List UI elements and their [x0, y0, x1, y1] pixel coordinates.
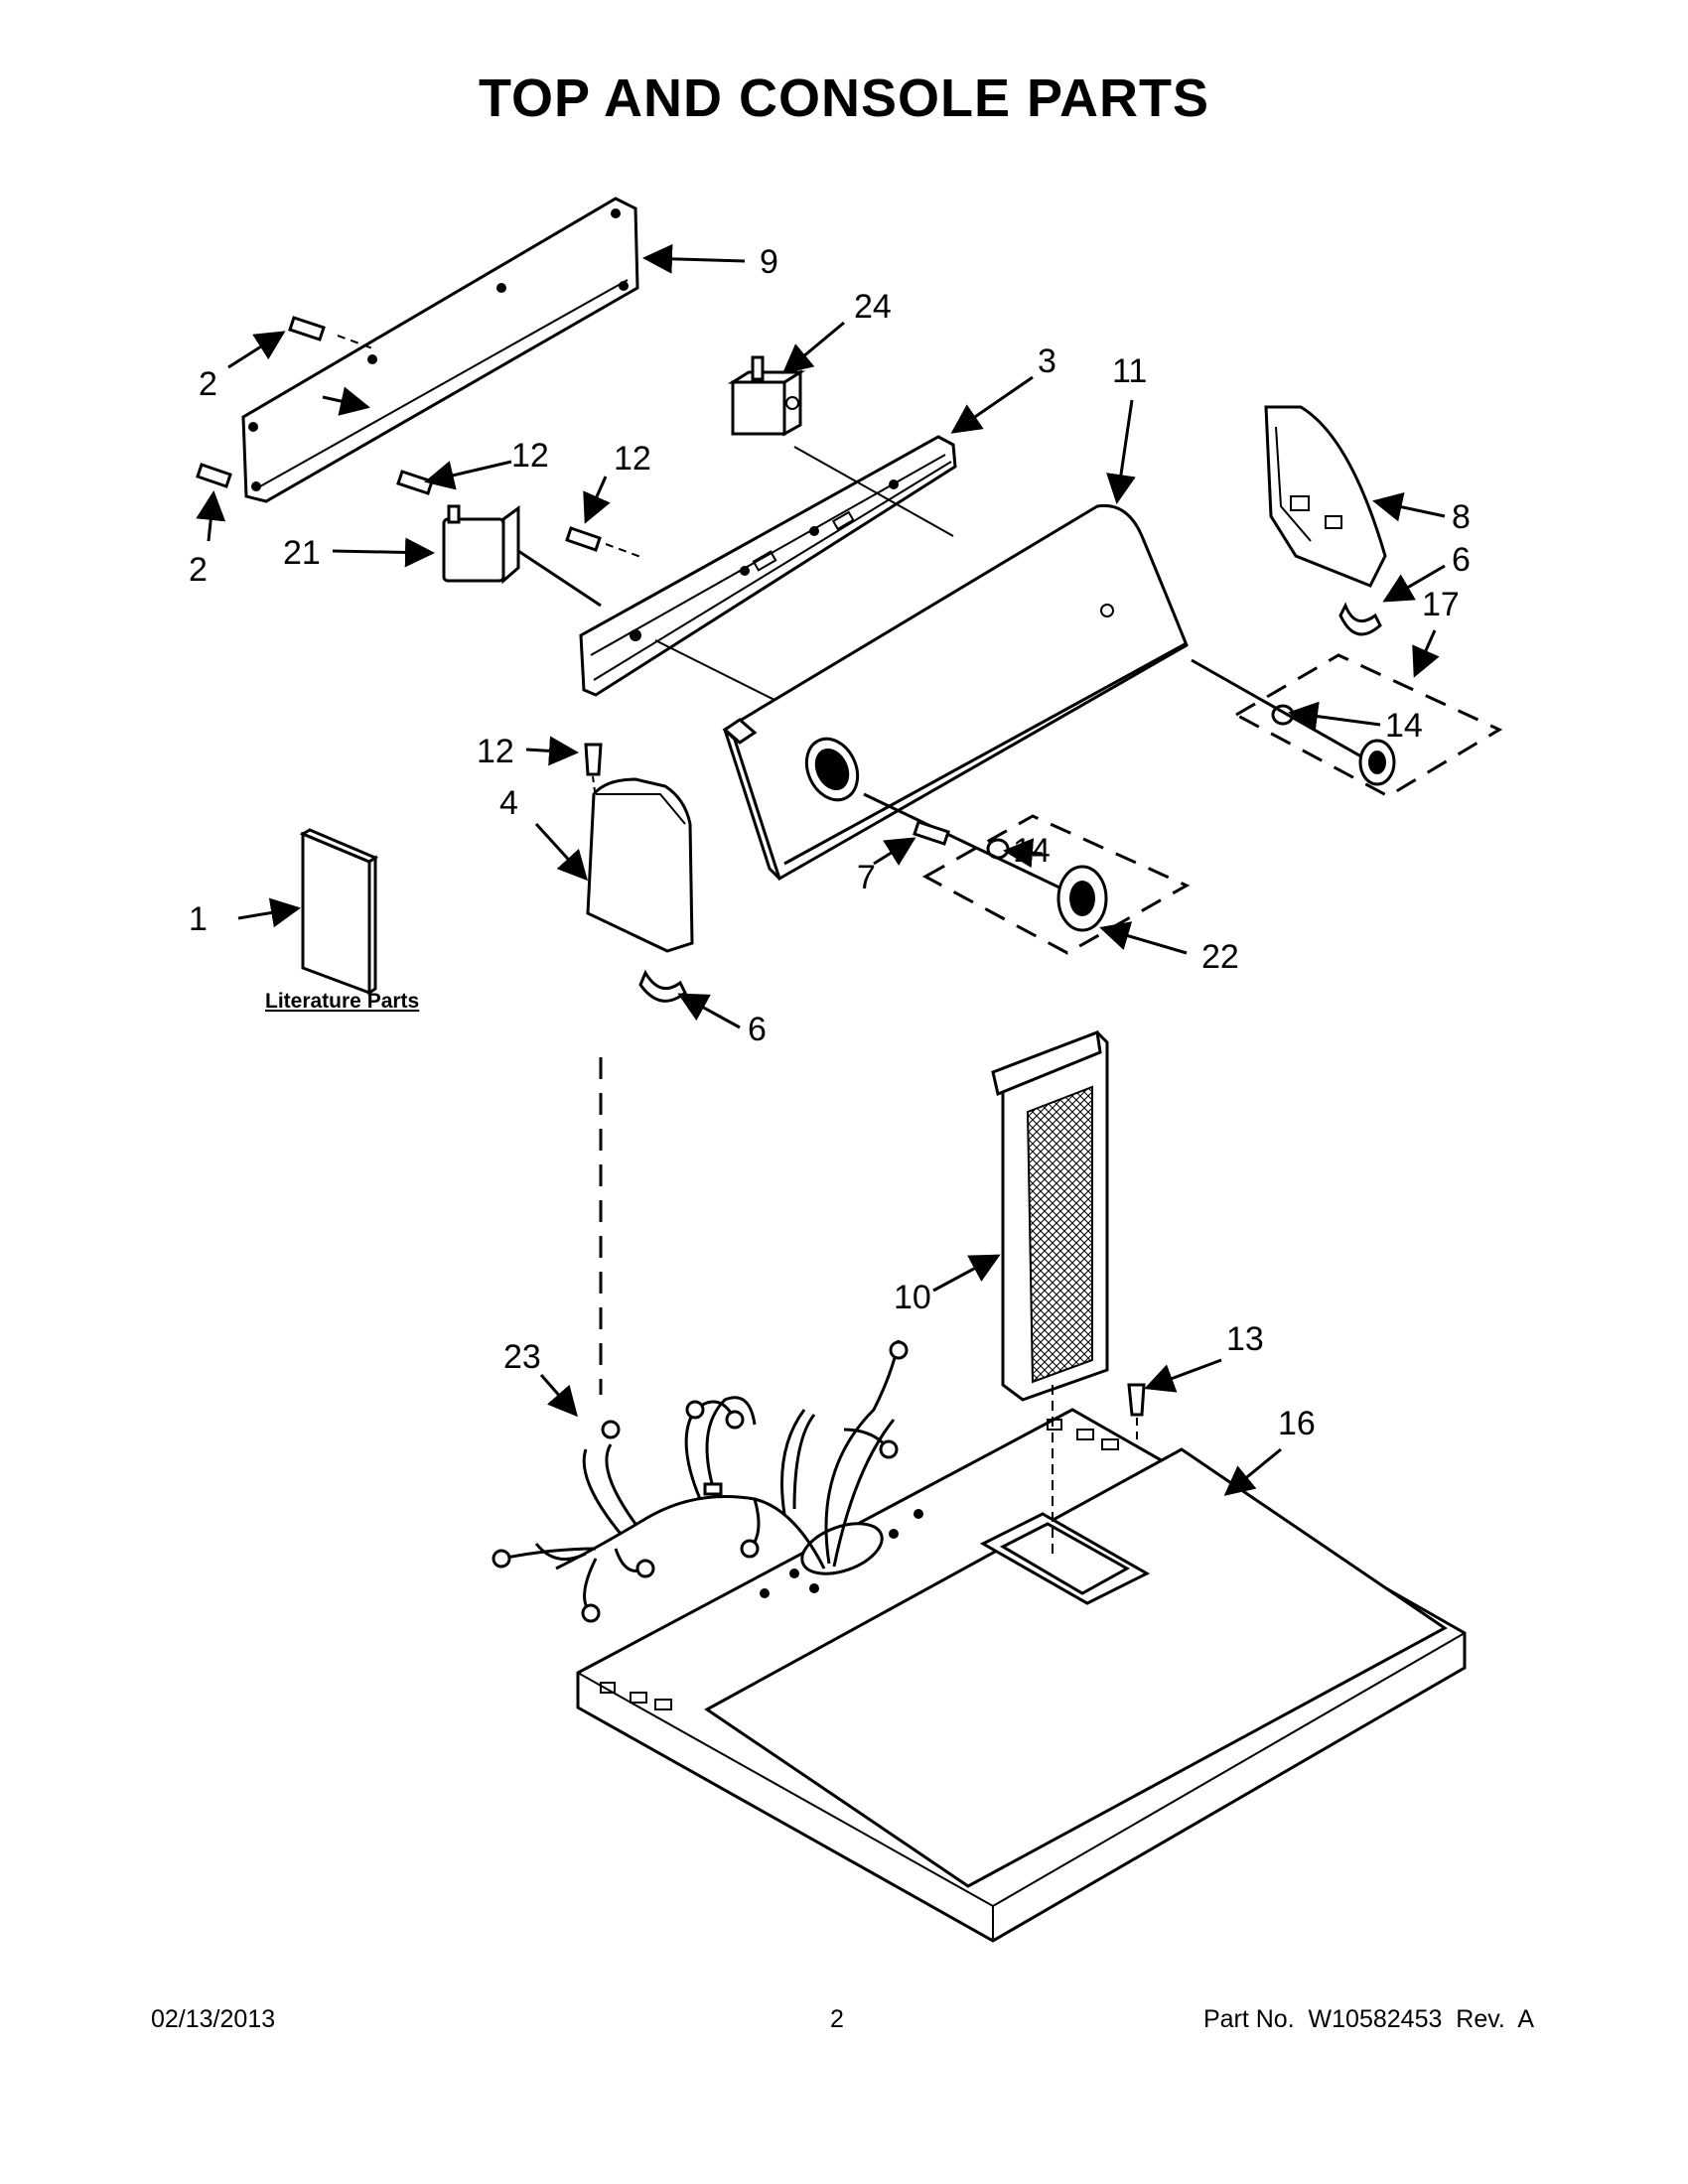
callout-1: 1 — [189, 900, 208, 938]
callout-3: 3 — [1038, 342, 1056, 380]
rear-panel-part-9 — [241, 197, 639, 503]
callout-9: 9 — [760, 243, 778, 281]
console-bracket-part-3 — [579, 435, 957, 716]
literature-parts-label: Literature Parts — [265, 990, 419, 1013]
callout-11: 11 — [1112, 352, 1147, 390]
callout-17: 17 — [1422, 586, 1460, 623]
callout-10: 10 — [894, 1279, 931, 1316]
callout-2-lower: 2 — [189, 551, 208, 589]
callout-14-left: 14 — [1013, 832, 1051, 870]
screw-part-12-middle — [565, 526, 644, 559]
callout-23: 23 — [503, 1338, 541, 1376]
switch-part-24 — [727, 355, 806, 437]
callout-12-middle: 12 — [614, 440, 651, 478]
callout-6-left: 6 — [748, 1011, 767, 1048]
screw-part-7 — [913, 820, 950, 846]
screw-part-2-lower — [196, 463, 232, 488]
callout-21: 21 — [283, 534, 321, 572]
knob-assembly-part-22 — [863, 792, 1191, 955]
lint-screen-part-10 — [991, 1029, 1109, 1402]
callout-22: 22 — [1201, 938, 1239, 976]
console-part-11 — [722, 503, 1189, 882]
footer-date: 02/13/2013 — [151, 2005, 276, 2033]
end-cap-part-8 — [1264, 405, 1387, 588]
top-panel-part-16 — [576, 1385, 1467, 1943]
callout-6-right: 6 — [1452, 541, 1471, 579]
callout-13: 13 — [1226, 1320, 1264, 1358]
callout-8: 8 — [1452, 498, 1471, 536]
callout-2-upper: 2 — [199, 365, 217, 403]
clip-part-6-left — [638, 969, 687, 1003]
knob-assembly-part-17 — [1191, 653, 1503, 798]
page-title: TOP AND CONSOLE PARTS — [478, 68, 1210, 128]
leader-lines — [196, 243, 1446, 1496]
clip-part-6-right — [1338, 602, 1382, 636]
wire-harness-part-23 — [492, 1339, 909, 1623]
end-cap-part-4 — [586, 777, 694, 953]
callout-14-right: 14 — [1385, 707, 1423, 745]
callout-7: 7 — [857, 859, 876, 896]
callout-24: 24 — [854, 288, 892, 326]
callout-4: 4 — [499, 784, 518, 822]
callout-12-console: 12 — [477, 733, 514, 770]
callout-labels: 9 24 3 11 2 2 12 12 21 8 6 17 14 12 4 14… — [189, 243, 1471, 1442]
screw-part-12-console — [584, 743, 603, 800]
timer-part-21 — [442, 504, 602, 608]
screw-part-2-upper — [288, 316, 376, 350]
callout-16: 16 — [1278, 1405, 1316, 1442]
footer-part-number: Part No. W10582453 Rev. A — [1202, 2005, 1534, 2033]
literature-part-1 — [299, 828, 379, 996]
footer-page-number: 2 — [830, 2005, 844, 2033]
callout-12-left: 12 — [511, 437, 549, 475]
screw-part-12-left — [396, 470, 434, 495]
